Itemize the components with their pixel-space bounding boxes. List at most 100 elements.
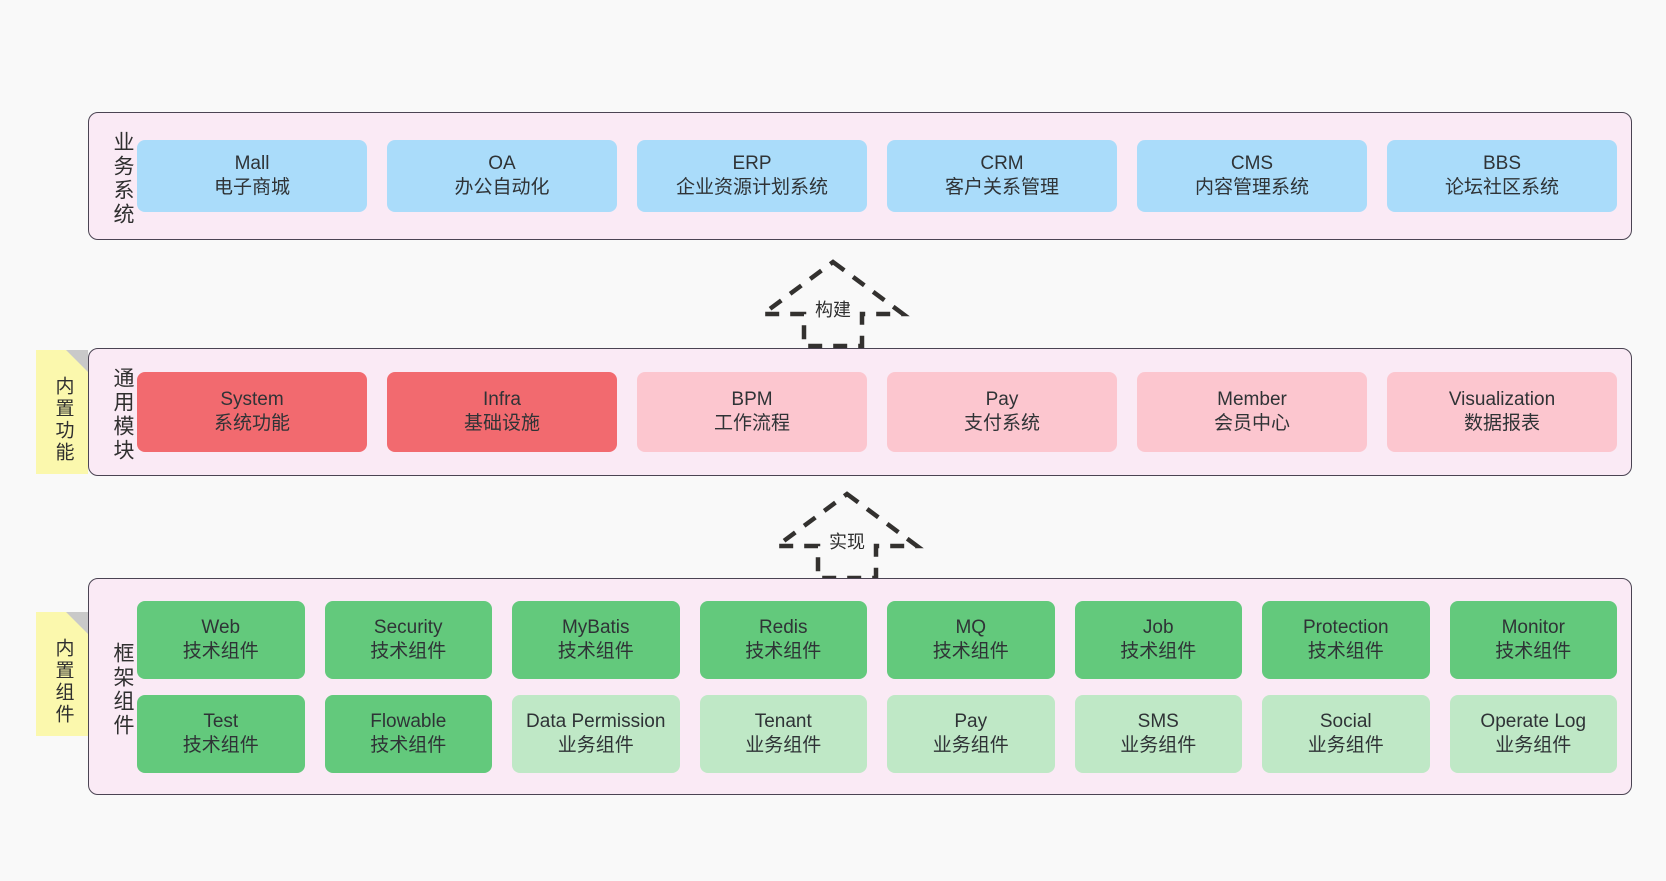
card-subtitle: 技术组件 — [932, 640, 1009, 662]
card-protection[interactable]: Protection 技术组件 — [1262, 600, 1430, 679]
layer-title-modules: 通用模块 — [111, 367, 134, 463]
card-crm[interactable]: CRM 客户关系管理 — [887, 140, 1117, 212]
card-subtitle: 支付系统 — [963, 413, 1040, 434]
card-test[interactable]: Test 技术组件 — [137, 694, 305, 773]
card-title: MyBatis — [561, 616, 630, 638]
card-subtitle: 系统功能 — [213, 413, 290, 434]
card-title: Flowable — [370, 710, 447, 732]
card-subtitle: 技术组件 — [1120, 640, 1197, 662]
card-cms[interactable]: CMS 内容管理系统 — [1137, 140, 1367, 212]
dashed-up-arrow-icon — [770, 491, 924, 581]
modules-card-row: System 系统功能 Infra 基础设施 BPM 工作流程 Pay 支付系统… — [137, 372, 1617, 452]
layer-business-systems: 业务系统 Mall 电子商城 OA 办公自动化 ERP 企业资源计划系统 CRM — [88, 112, 1632, 240]
card-subtitle: 内容管理系统 — [1194, 177, 1309, 198]
card-security[interactable]: Security 技术组件 — [324, 600, 492, 679]
card-mq[interactable]: MQ 技术组件 — [887, 600, 1055, 679]
card-title: Job — [1142, 616, 1174, 638]
card-subtitle: 技术组件 — [745, 640, 822, 662]
layer-body-modules: System 系统功能 Infra 基础设施 BPM 工作流程 Pay 支付系统… — [133, 349, 1631, 475]
layer-body-framework: Web 技术组件 Security 技术组件 MyBatis 技术组件 Redi… — [133, 579, 1631, 794]
arrow-implement: 实现 — [770, 490, 924, 582]
card-operate-log[interactable]: Operate Log 业务组件 — [1449, 694, 1617, 773]
card-bbs[interactable]: BBS 论坛社区系统 — [1387, 140, 1617, 212]
card-subtitle: 业务组件 — [932, 734, 1009, 756]
card-subtitle: 客户关系管理 — [944, 177, 1059, 198]
card-mybatis[interactable]: MyBatis 技术组件 — [512, 600, 680, 679]
card-title: Security — [373, 616, 443, 638]
page-fold-icon — [66, 350, 88, 372]
layer-title-business: 业务系统 — [111, 131, 134, 227]
card-title: Tenant — [754, 710, 812, 732]
framework-card-row-tech: Web 技术组件 Security 技术组件 MyBatis 技术组件 Redi… — [137, 600, 1617, 679]
card-subtitle: 会员中心 — [1213, 413, 1290, 434]
card-subtitle: 办公自动化 — [454, 177, 550, 198]
card-subtitle: 技术组件 — [1495, 640, 1572, 662]
card-mall[interactable]: Mall 电子商城 — [137, 140, 367, 212]
card-title: System — [220, 389, 284, 411]
card-member[interactable]: Member 会员中心 — [1137, 372, 1367, 452]
card-social[interactable]: Social 业务组件 — [1262, 694, 1430, 773]
card-subtitle: 企业资源计划系统 — [675, 177, 828, 198]
card-title: Member — [1217, 389, 1287, 411]
dashed-up-arrow-icon — [756, 259, 910, 349]
card-subtitle: 业务组件 — [745, 734, 822, 756]
card-title: Mall — [234, 153, 270, 175]
card-title: BBS — [1482, 153, 1522, 175]
card-title: Pay — [954, 710, 988, 732]
card-visualization[interactable]: Visualization 数据报表 — [1387, 372, 1617, 452]
card-tenant[interactable]: Tenant 业务组件 — [699, 694, 867, 773]
card-title: ERP — [732, 153, 772, 175]
card-redis[interactable]: Redis 技术组件 — [699, 600, 867, 679]
layer-body-business: Mall 电子商城 OA 办公自动化 ERP 企业资源计划系统 CRM 客户关系… — [133, 113, 1631, 239]
arrow-build-label: 构建 — [815, 300, 851, 320]
framework-card-row-business: Test 技术组件 Flowable 技术组件 Data Permission … — [137, 694, 1617, 773]
business-card-row: Mall 电子商城 OA 办公自动化 ERP 企业资源计划系统 CRM 客户关系… — [137, 140, 1617, 212]
card-pay-module[interactable]: Pay 支付系统 — [887, 372, 1117, 452]
card-subtitle: 数据报表 — [1463, 413, 1540, 434]
card-web[interactable]: Web 技术组件 — [137, 600, 305, 679]
sticky-note-builtin-components: 内置组件 — [36, 612, 88, 736]
card-subtitle: 工作流程 — [713, 413, 790, 434]
card-title: Monitor — [1501, 616, 1565, 638]
card-subtitle: 业务组件 — [1120, 734, 1197, 756]
card-subtitle: 电子商城 — [213, 177, 290, 198]
sticky-note-label: 内置组件 — [52, 638, 74, 726]
card-job[interactable]: Job 技术组件 — [1074, 600, 1242, 679]
card-subtitle: 技术组件 — [182, 640, 259, 662]
card-title: SMS — [1137, 710, 1179, 732]
card-title: OA — [488, 153, 516, 175]
arrow-build: 构建 — [756, 258, 910, 350]
card-subtitle: 业务组件 — [1307, 734, 1384, 756]
card-data-permission[interactable]: Data Permission 业务组件 — [512, 694, 680, 773]
card-title: MQ — [955, 616, 987, 638]
card-title: Operate Log — [1480, 710, 1587, 732]
card-subtitle: 业务组件 — [1495, 734, 1572, 756]
card-title: Data Permission — [526, 710, 666, 732]
page-fold-icon — [66, 612, 88, 634]
card-sms[interactable]: SMS 业务组件 — [1074, 694, 1242, 773]
sticky-note-label: 内置功能 — [52, 376, 74, 464]
card-subtitle: 技术组件 — [370, 640, 447, 662]
card-system[interactable]: System 系统功能 — [137, 372, 367, 452]
card-subtitle: 业务组件 — [557, 734, 634, 756]
card-subtitle: 技术组件 — [1307, 640, 1384, 662]
card-subtitle: 技术组件 — [557, 640, 634, 662]
card-title: Pay — [985, 389, 1019, 411]
arrow-implement-label: 实现 — [829, 532, 865, 552]
card-infra[interactable]: Infra 基础设施 — [387, 372, 617, 452]
card-pay-component[interactable]: Pay 业务组件 — [887, 694, 1055, 773]
layer-title-framework: 框架组件 — [111, 641, 134, 738]
card-flowable[interactable]: Flowable 技术组件 — [324, 694, 492, 773]
card-title: BPM — [731, 389, 773, 411]
card-bpm[interactable]: BPM 工作流程 — [637, 372, 867, 452]
card-title: Test — [203, 710, 239, 732]
layer-common-modules: 通用模块 System 系统功能 Infra 基础设施 BPM 工作流程 Pay — [88, 348, 1632, 476]
card-erp[interactable]: ERP 企业资源计划系统 — [637, 140, 867, 212]
card-oa[interactable]: OA 办公自动化 — [387, 140, 617, 212]
layer-framework-components: 框架组件 Web 技术组件 Security 技术组件 MyBatis 技术组件… — [88, 578, 1632, 795]
card-subtitle: 基础设施 — [463, 413, 540, 434]
card-subtitle: 技术组件 — [370, 734, 447, 756]
card-monitor[interactable]: Monitor 技术组件 — [1449, 600, 1617, 679]
card-title: Visualization — [1448, 389, 1556, 411]
